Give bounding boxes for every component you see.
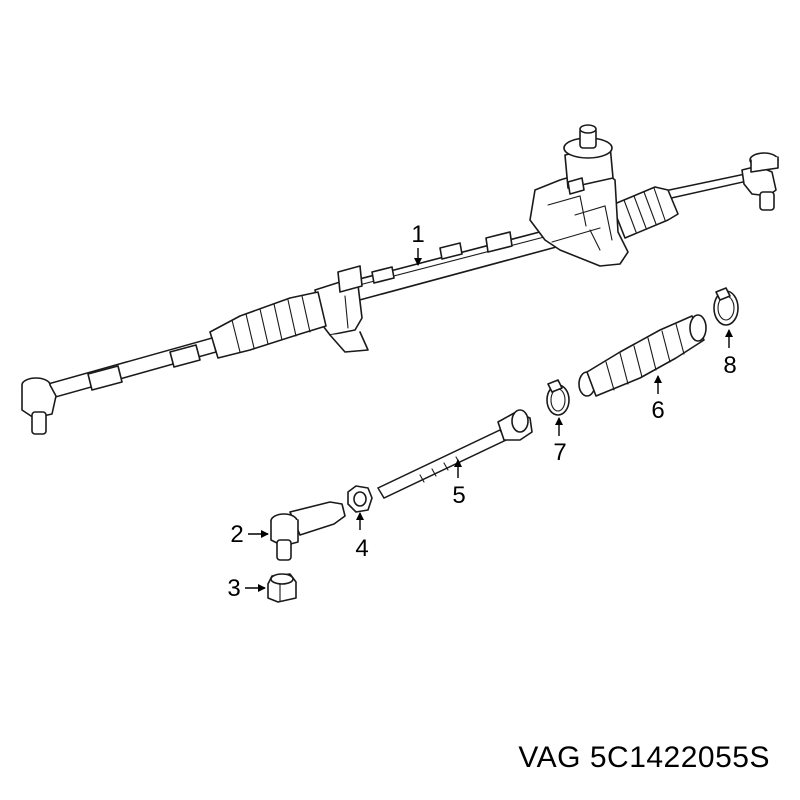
callout-2: 2 xyxy=(230,521,243,548)
boot-clamp-large xyxy=(713,287,739,326)
callout-3: 3 xyxy=(227,575,240,602)
inner-tie-rod xyxy=(376,409,533,499)
callout-leaders xyxy=(245,248,733,592)
rack-boot xyxy=(578,314,707,397)
right-tie-rod-end xyxy=(741,152,779,211)
callout-4: 4 xyxy=(355,535,368,562)
left-boot xyxy=(209,291,327,359)
boot-clamp-small xyxy=(546,379,570,416)
part-number-label: VAG 5C1422055S xyxy=(518,741,770,774)
rack-mount-bracket xyxy=(314,265,369,353)
left-tie-rod-end xyxy=(21,377,57,435)
callout-8: 8 xyxy=(723,352,736,379)
outer-tie-rod-end xyxy=(270,501,346,561)
jam-nut xyxy=(347,485,373,513)
tie-rod-end-nut xyxy=(267,573,297,603)
callout-5: 5 xyxy=(452,482,465,509)
pinion-valve-housing xyxy=(529,124,629,267)
callout-7: 7 xyxy=(553,439,566,466)
callout-6: 6 xyxy=(651,397,664,424)
steering-rack-assembly xyxy=(21,124,779,435)
right-boot xyxy=(611,186,679,239)
callout-numbers: 1 2 3 4 5 6 7 8 xyxy=(227,221,736,602)
callout-1: 1 xyxy=(411,221,424,248)
